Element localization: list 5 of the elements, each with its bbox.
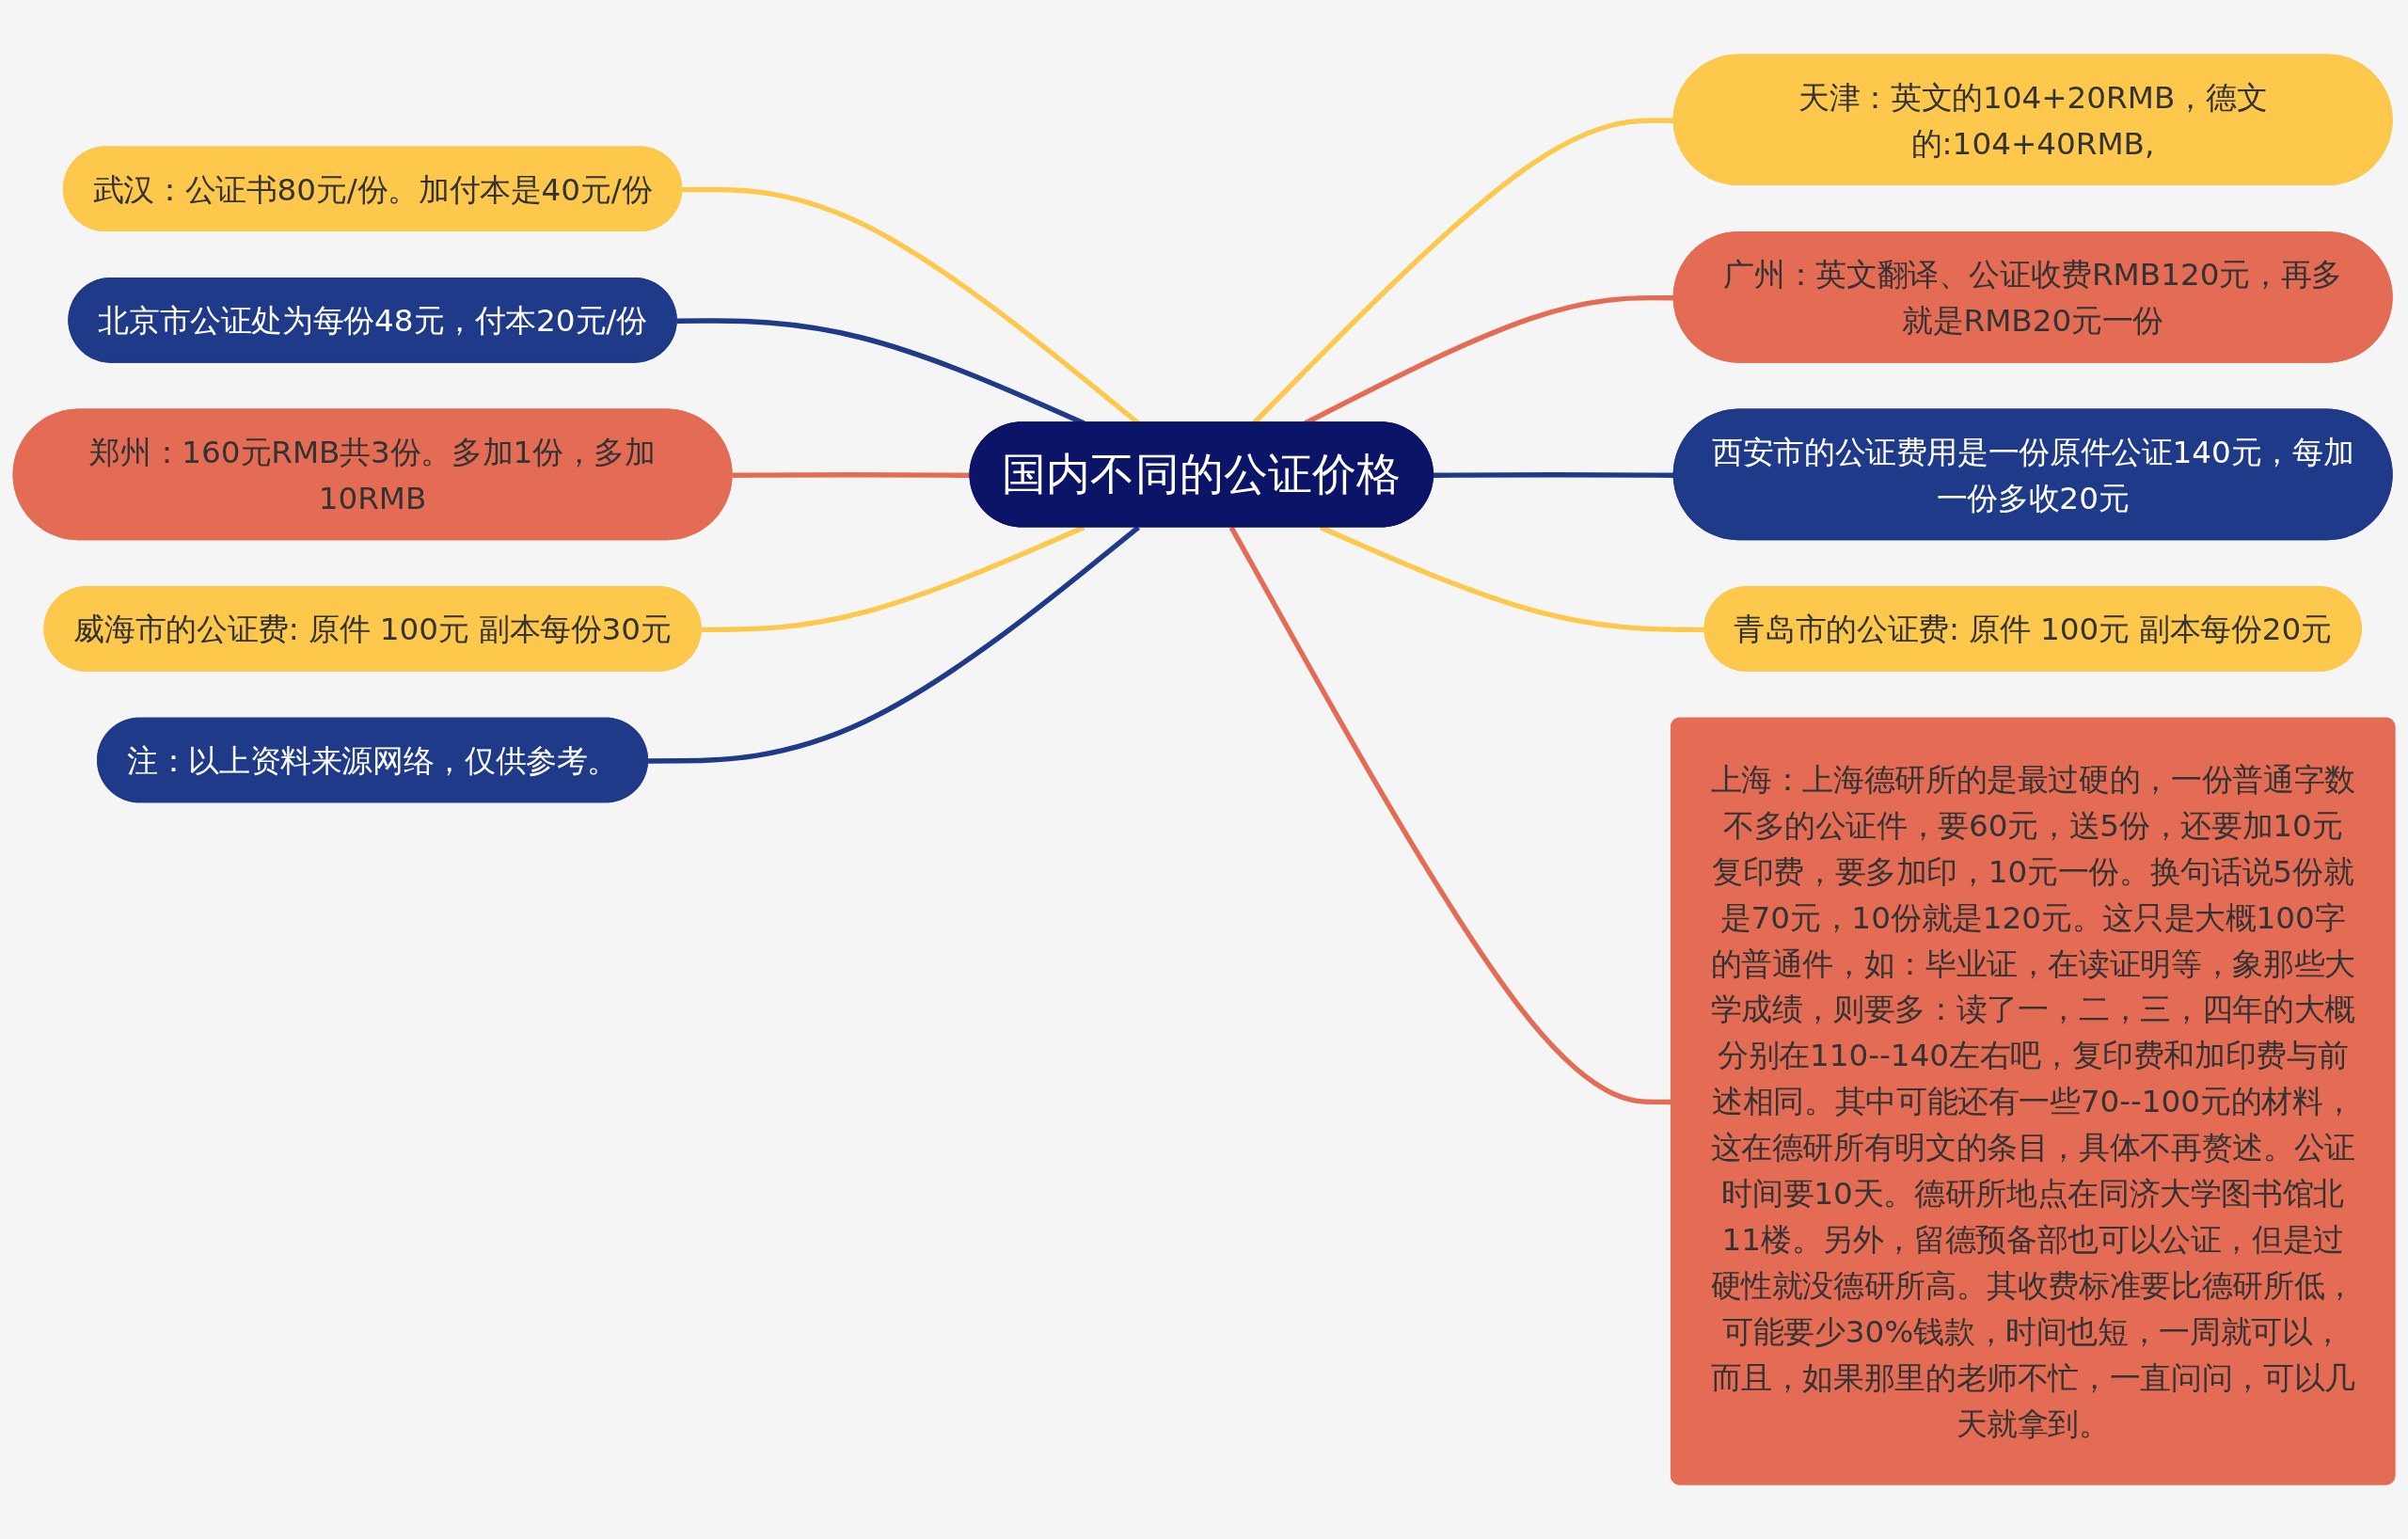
connector — [732, 471, 972, 478]
connector — [1319, 525, 1706, 633]
connector — [701, 525, 1085, 633]
connector — [1433, 471, 1675, 478]
connector — [648, 525, 1140, 764]
